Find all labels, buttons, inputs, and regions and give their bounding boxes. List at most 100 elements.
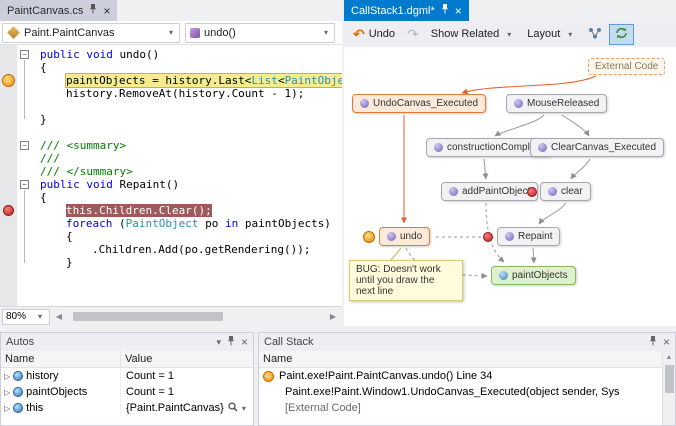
node-label: constructionComplete (447, 142, 544, 153)
show-related-dropdown[interactable]: Show Related ▾ (426, 26, 521, 42)
scrollbar-thumb[interactable] (73, 312, 223, 321)
scrollbar-thumb[interactable] (665, 365, 674, 393)
dependencies-button[interactable] (583, 25, 607, 44)
graph-node-undo[interactable]: undo (379, 227, 431, 246)
method-icon (190, 27, 200, 38)
zoom-level: 80% (6, 311, 27, 322)
code-editor[interactable]: → − − − public void undo(){paintObjects … (0, 45, 342, 306)
stack-frame-external[interactable]: [External Code] (259, 400, 675, 416)
editor-bottom-bar: 80% ▾ ◀ ▶ (0, 306, 342, 326)
variable-icon (13, 403, 24, 413)
pin-icon[interactable] (441, 4, 449, 17)
breakpoint-icon[interactable] (3, 205, 14, 216)
horizontal-scrollbar[interactable]: ◀ ▶ (51, 308, 341, 325)
chevron-down-icon[interactable]: ▾ (241, 403, 246, 413)
graph-node-addpaintobject[interactable]: addPaintObject (441, 182, 539, 201)
scroll-up-icon[interactable]: ▲ (665, 354, 673, 361)
scroll-left-icon[interactable]: ◀ (55, 312, 63, 321)
class-dropdown[interactable]: Paint.PaintCanvas ▾ (2, 22, 180, 43)
node-label: clear (561, 186, 583, 197)
auto-layout-toggle[interactable] (609, 23, 635, 45)
tab-paintcanvas[interactable]: PaintCanvas.cs × (0, 0, 118, 21)
close-icon[interactable]: × (103, 3, 111, 18)
column-header-name: Name (1, 351, 121, 367)
node-label: MouseReleased (527, 98, 600, 109)
graph-pane: CallStack1.dgml* × ↶ Undo ↷ Show Related… (344, 0, 676, 326)
autos-row-paintobjects[interactable]: ▷ paintObjects Count = 1 (1, 384, 253, 400)
scroll-right-icon[interactable]: ▶ (329, 312, 337, 321)
graph-node-paintobjects[interactable]: paintObjects (491, 266, 576, 285)
expander-icon[interactable]: ▷ (4, 403, 11, 413)
close-icon[interactable]: × (662, 335, 670, 349)
outlining-margin: − − − (17, 45, 32, 306)
fold-line (24, 190, 25, 263)
event-icon (360, 99, 369, 108)
autos-row-this[interactable]: ▷ this {Paint.PaintCanvas} ▾ (1, 400, 253, 416)
method-icon (548, 187, 557, 196)
event-icon (538, 143, 547, 152)
variable-name: history (26, 370, 59, 382)
autos-row-history[interactable]: ▷ history Count = 1 (1, 368, 253, 384)
expander-icon[interactable]: ▷ (4, 371, 11, 381)
magnifier-icon[interactable] (228, 401, 238, 415)
class-icon (7, 26, 20, 39)
frame-text: [External Code] (285, 402, 361, 414)
dependencies-icon (588, 27, 602, 42)
method-icon (449, 187, 458, 196)
graph-node-clear[interactable]: clear (540, 182, 591, 201)
stack-frame[interactable]: Paint.exe!Paint.Window1.UndoCanvas_Execu… (259, 384, 675, 400)
layout-dropdown[interactable]: Layout ▾ (522, 26, 581, 42)
stack-frame-current[interactable]: → Paint.exe!Paint.PaintCanvas.undo() Lin… (259, 368, 675, 384)
variable-name: paintObjects (26, 386, 88, 398)
variable-icon (13, 371, 24, 381)
graph-node-mousereleased[interactable]: MouseReleased (506, 94, 608, 113)
fold-collapse-icon[interactable]: − (20, 180, 29, 189)
breakpoint-margin[interactable]: → (0, 45, 17, 306)
undo-button[interactable]: ↶ Undo (348, 26, 400, 42)
fold-collapse-icon[interactable]: − (20, 141, 29, 150)
zoom-dropdown[interactable]: 80% ▾ (2, 308, 50, 325)
code-lines[interactable]: public void undo(){paintObjects = histor… (32, 48, 342, 269)
vertical-scrollbar[interactable]: ▲ (662, 351, 675, 425)
fold-collapse-icon[interactable]: − (20, 50, 29, 59)
undo-icon: ↶ (353, 26, 365, 42)
current-frame-icon: → (263, 370, 274, 382)
graph-node-clearcanvas-executed[interactable]: ClearCanvas_Executed (530, 138, 665, 157)
graph-node-constructioncomplete[interactable]: constructionComplete (426, 138, 552, 157)
tab-callstack-dgml[interactable]: CallStack1.dgml* × (344, 0, 469, 21)
dgml-canvas[interactable]: External Code UndoCanvas_Executed MouseR… (344, 47, 676, 326)
external-code-group[interactable]: External Code (588, 58, 666, 75)
variable-name: this (26, 402, 44, 414)
redo-icon: ↷ (407, 26, 419, 42)
close-icon[interactable]: × (240, 335, 248, 349)
autos-panel: Autos ▾ × Name Value ▷ history Count = 1… (0, 332, 254, 426)
pin-icon[interactable] (89, 4, 97, 17)
node-label: paintObjects (512, 270, 568, 281)
window-menu-icon[interactable]: ▾ (216, 336, 221, 347)
editor-navigation-bar: Paint.PaintCanvas ▾ undo() ▾ (0, 21, 342, 45)
frame-text: Paint.exe!Paint.PaintCanvas.undo() Line … (279, 370, 493, 382)
expander-icon[interactable]: ▷ (4, 387, 11, 397)
graph-node-repaint[interactable]: Repaint (497, 227, 561, 246)
chevron-down-icon: ▾ (568, 29, 573, 39)
layout-label: Layout (527, 28, 561, 40)
close-icon[interactable]: × (454, 3, 462, 18)
undo-label: Undo (368, 28, 396, 40)
panel-title: Call Stack (264, 336, 314, 348)
callstack-grid-header: Name (259, 351, 675, 368)
bug-annotation[interactable]: BUG: Doesn't work until you draw the nex… (349, 260, 463, 301)
variable-value: Count = 1 (126, 386, 175, 398)
chevron-down-icon: ▾ (323, 28, 328, 37)
redo-button[interactable]: ↷ (402, 26, 424, 42)
member-dropdown[interactable]: undo() ▾ (185, 22, 335, 43)
tab-title: PaintCanvas.cs (7, 4, 84, 17)
pin-icon[interactable] (649, 335, 657, 349)
event-icon (514, 99, 523, 108)
graph-tabstrip: CallStack1.dgml* × (344, 0, 676, 21)
pin-icon[interactable] (227, 335, 235, 349)
node-label: Repaint (518, 231, 553, 242)
graph-node-undocanvas-executed[interactable]: UndoCanvas_Executed (352, 94, 487, 113)
variable-icon (13, 387, 24, 397)
chevron-down-icon: ▾ (168, 28, 173, 37)
